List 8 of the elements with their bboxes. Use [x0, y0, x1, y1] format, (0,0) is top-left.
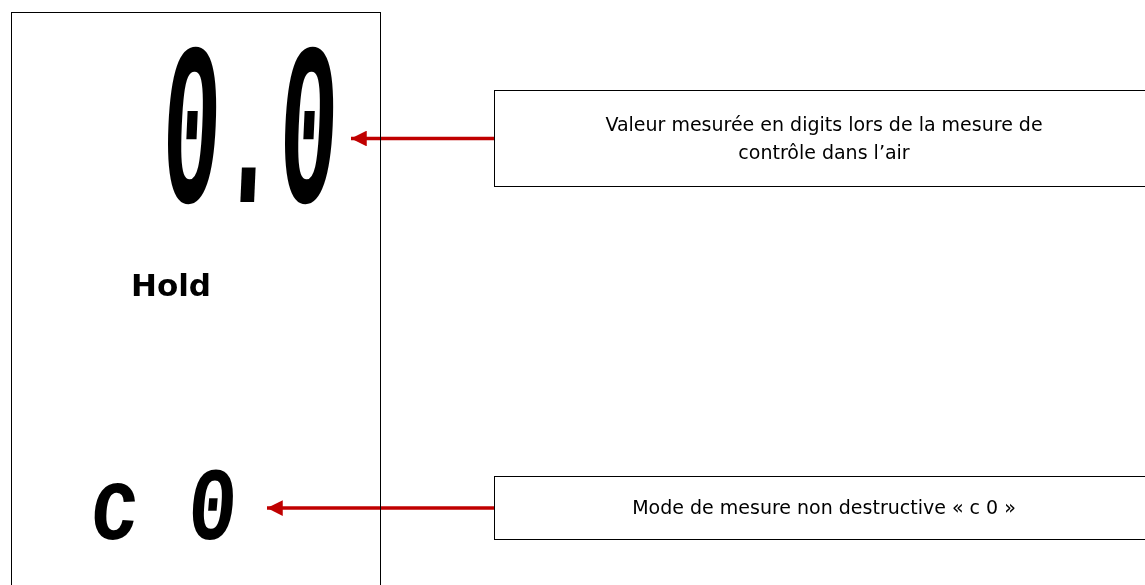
mode-digits: c 0 — [71, 461, 257, 561]
arrow — [351, 130, 494, 147]
callout-box: Valeur mesurée en digits lors de la mesure de contrôle dans l’air — [494, 90, 1145, 187]
callout-box: Mode de mesure non destructive « c 0 » — [494, 476, 1145, 540]
reading-digits: 0.0 — [159, 41, 341, 241]
status-indicator-text: Hold — [131, 267, 212, 303]
arrow — [267, 500, 494, 516]
display-panel — [11, 12, 381, 585]
